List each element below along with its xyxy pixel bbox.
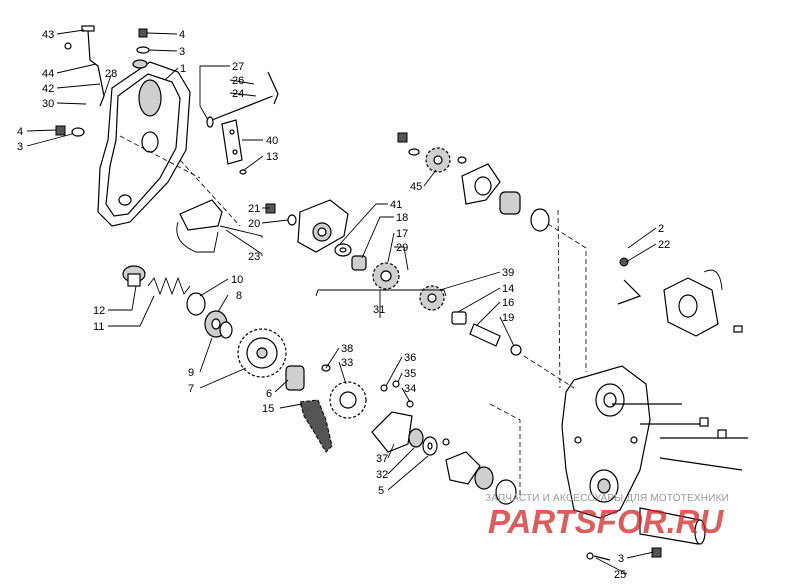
label-37: 37 [376, 453, 388, 465]
washer-5 [422, 436, 438, 456]
group-31-bracket [315, 289, 447, 318]
label-20: 20 [248, 218, 260, 230]
shaft-16 [451, 311, 522, 356]
bearing-flange-top [461, 163, 550, 232]
watermark-text: ЗАПЧАСТИ И АКСЕССУАРЫ ДЛЯ МОТОТЕХНИКИ [485, 493, 730, 504]
label-40: 40 [266, 135, 278, 147]
label-25: 25 [614, 569, 626, 581]
label-42: 42 [42, 83, 54, 95]
bolt-left [55, 42, 85, 137]
hub-37 [371, 411, 424, 453]
label-38: 38 [341, 343, 353, 355]
label-29: 29 [396, 242, 408, 254]
label-34: 34 [404, 383, 416, 395]
label-2: 2 [658, 223, 664, 235]
label-41: 41 [390, 199, 402, 211]
label-21: 21 [248, 203, 260, 215]
assembly-guides [119, 135, 587, 498]
label-3-left: 3 [17, 141, 23, 153]
snap-ring-10 [186, 292, 206, 316]
label-12: 12 [93, 305, 105, 317]
label-3-top: 3 [179, 46, 185, 58]
label-13: 13 [266, 151, 278, 163]
bracket-clip [176, 199, 223, 253]
label-4-left: 4 [17, 126, 23, 138]
label-3-bottom: 3 [618, 553, 624, 565]
sprocket-45 [397, 132, 467, 173]
bolts-right [612, 403, 748, 471]
label-27: 27 [232, 61, 244, 73]
label-15: 15 [262, 403, 274, 415]
label-32: 32 [376, 469, 388, 481]
bushing-18 [351, 255, 367, 271]
part-labels: 43 4 3 1 44 42 28 30 4 3 27 26 24 40 13 … [17, 29, 670, 581]
gear-33 [321, 364, 367, 419]
pinion-6 [285, 365, 305, 391]
label-18: 18 [396, 212, 408, 224]
label-39: 39 [502, 267, 514, 279]
label-1: 1 [180, 63, 186, 75]
label-9: 9 [188, 367, 194, 379]
bracket-22 [617, 257, 743, 337]
drive-chain-15 [299, 399, 333, 453]
washer-41 [334, 243, 352, 257]
label-6: 6 [266, 388, 272, 400]
label-44: 44 [42, 68, 54, 80]
sprocket-17 [372, 262, 400, 290]
gear-7 [237, 328, 287, 378]
bearing-8 [204, 310, 233, 339]
label-31: 31 [373, 304, 385, 316]
label-43: 43 [42, 29, 54, 41]
label-4-top: 4 [179, 29, 185, 41]
label-8: 8 [236, 290, 242, 302]
label-17: 17 [396, 228, 408, 240]
label-28: 28 [105, 68, 117, 80]
label-14: 14 [502, 283, 514, 295]
label-5: 5 [378, 485, 384, 497]
lower-bearing [442, 438, 517, 505]
chaincase-cover [97, 59, 191, 227]
label-23: 23 [248, 251, 260, 263]
label-33: 33 [341, 357, 353, 369]
backing-plate [221, 119, 247, 175]
dipstick [81, 25, 105, 107]
label-30: 30 [42, 98, 54, 110]
label-16: 16 [502, 297, 514, 309]
label-35: 35 [404, 368, 416, 380]
label-26: 26 [232, 75, 244, 87]
bolt-25 [586, 547, 662, 561]
small-parts-36-34 [380, 380, 414, 408]
bearing-housing [297, 199, 349, 253]
leader-lines [26, 29, 657, 575]
output-shaft [639, 507, 706, 545]
label-22: 22 [658, 239, 670, 251]
spring-11 [147, 276, 191, 296]
label-10: 10 [231, 274, 243, 286]
label-36: 36 [404, 352, 416, 364]
label-19: 19 [502, 312, 514, 324]
bolt-top [136, 28, 150, 54]
tensioner-rod [206, 71, 279, 128]
label-7: 7 [188, 383, 194, 395]
label-24: 24 [232, 88, 244, 100]
sprocket-39 [419, 285, 445, 311]
watermark-logo: PARTSFOR.RU [488, 503, 724, 540]
label-11: 11 [93, 321, 104, 333]
cap-12 [122, 265, 146, 287]
label-45: 45 [410, 181, 422, 193]
